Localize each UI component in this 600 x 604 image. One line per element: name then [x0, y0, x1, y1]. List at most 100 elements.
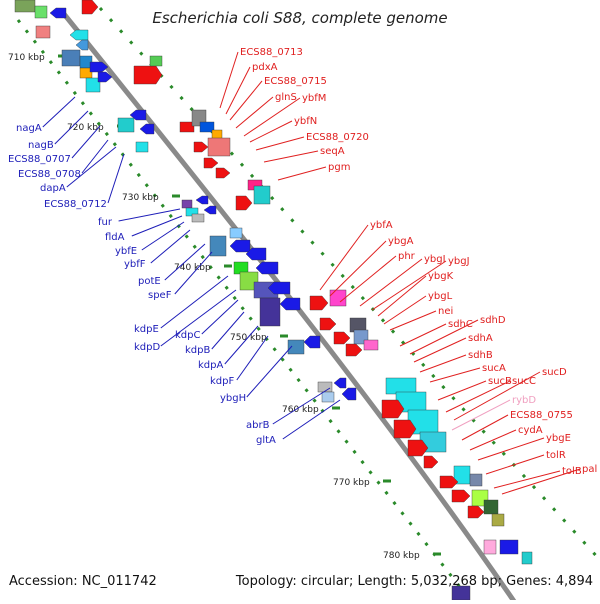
right-gene-ybgi: ybgI — [359, 254, 446, 307]
leader-line — [429, 367, 481, 383]
right-gene-tolr: tolR — [485, 450, 566, 475]
leader-line — [461, 414, 509, 441]
gene-label: ybfE — [115, 246, 137, 257]
tick-770-kbp: 770 kbp — [333, 478, 391, 488]
leader-line — [445, 380, 511, 413]
gene-block — [393, 419, 417, 439]
left-gene-ybgh: ybgH — [220, 345, 293, 404]
left-gene-ybff: ybfF — [124, 229, 191, 270]
gene-block — [469, 473, 483, 487]
gene-label: nagB — [28, 140, 54, 151]
leader-line — [201, 299, 239, 335]
right-gene-sdhd: sdhD — [409, 315, 506, 355]
gene-block — [61, 49, 81, 67]
leader-line — [453, 371, 541, 421]
right-gene-glns: glnS — [235, 92, 297, 129]
right-gene-pgm: pgm — [277, 162, 350, 181]
leader-line — [451, 399, 511, 431]
gene-block — [259, 297, 281, 327]
gene-block — [69, 29, 89, 41]
left-gene-ybfe: ybfE — [115, 221, 185, 257]
gene-label: ECS88_0720 — [306, 132, 369, 143]
right-gene-sucb: sucB — [437, 376, 512, 401]
gene-label: glnS — [275, 92, 297, 103]
leader-line — [469, 429, 517, 451]
tick-label: 770 kbp — [333, 478, 370, 488]
right-gene-sucd: sucD — [453, 367, 567, 421]
gene-block — [193, 141, 209, 153]
accession-text: Accession: NC_011742 — [9, 574, 157, 589]
gene-block — [491, 513, 505, 527]
genome-summary-text: Topology: circular; Length: 5,032,268 bp… — [235, 574, 593, 589]
left-gene-kdpf: kdpF — [210, 335, 269, 387]
gene-label: ybgH — [220, 393, 246, 404]
right-gene-sdhb: sdhB — [419, 350, 493, 373]
right-gene-ecs88-0720: ECS88_0720 — [255, 132, 369, 151]
leader-line — [141, 221, 185, 251]
leader-line — [219, 51, 239, 109]
gene-label: kdpE — [134, 324, 159, 335]
gene-block — [267, 281, 291, 295]
leader-line — [81, 139, 109, 174]
right-gene-ecs88-0713: ECS88_0713 — [219, 47, 303, 109]
gene-label: ybfF — [124, 259, 146, 270]
leader-line — [377, 275, 427, 317]
map-title: Escherichia coli S88, complete genome — [152, 9, 448, 27]
leader-line — [107, 153, 125, 204]
gene-block — [483, 499, 499, 515]
gene-label: ybgL — [428, 291, 453, 302]
gene-block — [81, 0, 99, 15]
right-gene-sdha: sdhA — [413, 333, 493, 363]
leader-line — [485, 454, 545, 475]
left-gene-fur: fur — [98, 208, 181, 228]
tick-740-kbp: 740 kbp — [174, 263, 232, 273]
right-gene-ybgj: ybgJ — [371, 256, 470, 311]
gene-label: rybD — [512, 395, 536, 406]
leader-line — [54, 110, 89, 145]
gene-label: ECS88_0712 — [44, 199, 107, 210]
gene-block — [235, 195, 253, 211]
gene-block — [317, 381, 333, 393]
gene-block — [439, 475, 459, 489]
gene-label: pdxA — [252, 62, 278, 73]
leader-line — [160, 275, 229, 329]
gene-label: ECS88_0715 — [264, 76, 327, 87]
tick-label: 780 kbp — [383, 551, 420, 561]
left-gene-kdpc: kdpC — [175, 299, 239, 341]
gene-block — [345, 343, 363, 357]
gene-label: gltA — [256, 435, 276, 446]
gene-label: ybfN — [294, 116, 317, 127]
gene-label: ybgA — [388, 236, 414, 247]
right-gene-succ: sucC — [445, 376, 536, 413]
left-gene-naga: nagA — [16, 96, 76, 134]
left-gene-flda: fldA — [105, 215, 183, 243]
leader-line — [255, 136, 305, 151]
gene-block — [203, 205, 217, 215]
tick-label: 760 kbp — [282, 405, 319, 415]
leader-line — [371, 260, 447, 311]
right-gene-pdxa: pdxA — [225, 62, 278, 115]
gene-block — [333, 331, 351, 345]
left-gene-ecs88-0712: ECS88_0712 — [44, 153, 125, 210]
tick-750-kbp: 750 kbp — [230, 333, 288, 343]
gene-label: nagA — [16, 123, 42, 134]
leader-line — [118, 208, 181, 222]
gene-block — [209, 235, 227, 257]
left-gene-ecs88-0707: ECS88_0707 — [8, 125, 101, 165]
leader-line — [236, 335, 269, 381]
leader-line — [42, 96, 76, 128]
right-gene-ybfa: ybfA — [319, 220, 393, 291]
left-gene-pote: potE — [138, 243, 206, 287]
gene-label: ybgI — [424, 254, 446, 265]
leader-line — [399, 323, 447, 347]
right-gene-ybgl: ybgL — [383, 291, 453, 325]
gene-label: cydA — [518, 425, 543, 436]
gene-block — [181, 199, 193, 209]
gene-label: phr — [398, 251, 416, 262]
gene-block — [149, 55, 163, 67]
gene-block — [483, 539, 497, 555]
gene-label: ybfM — [302, 93, 326, 104]
gene-label: ybgJ — [448, 256, 470, 267]
gene-block — [49, 7, 67, 19]
